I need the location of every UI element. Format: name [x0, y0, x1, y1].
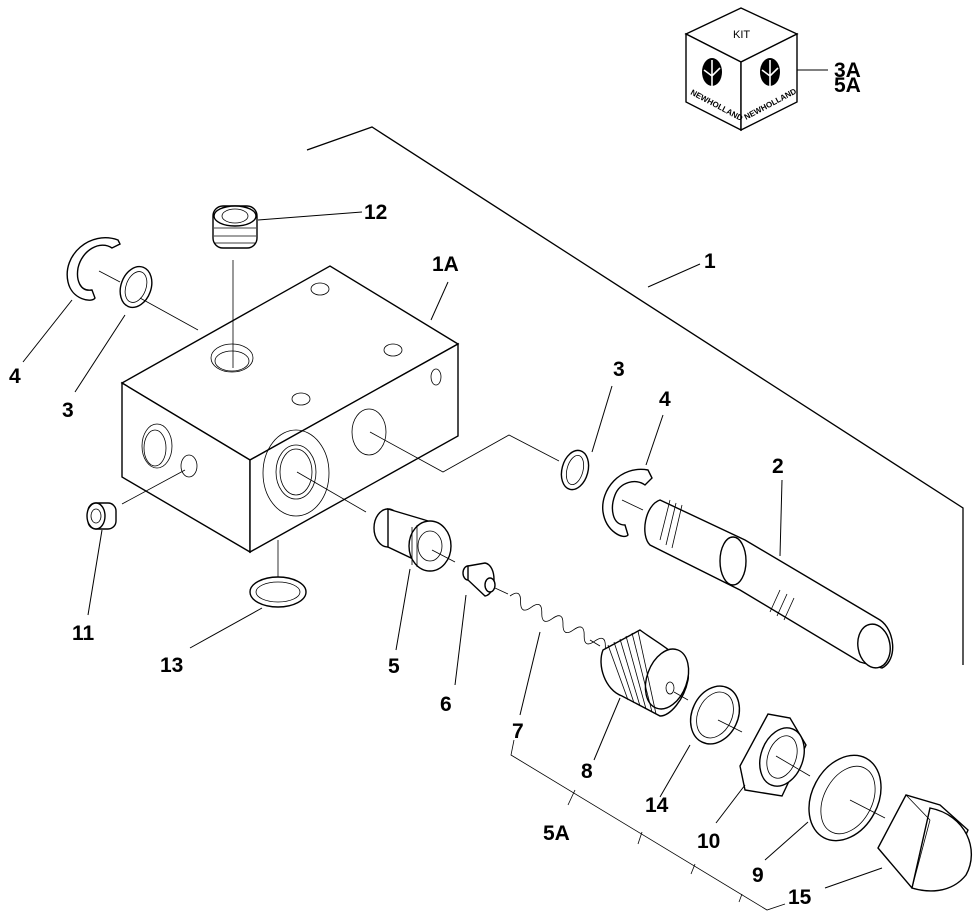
callout-10[interactable]: 10 [697, 830, 720, 853]
washer-3-right: 3 [560, 358, 625, 491]
callout-9[interactable]: 9 [752, 864, 764, 887]
callout-12[interactable]: 12 [364, 201, 387, 224]
callout-2[interactable]: 2 [772, 455, 784, 478]
kit-5A-bracket: 5A [510, 739, 786, 911]
plug-12: 12 [212, 201, 387, 368]
callout-13[interactable]: 13 [160, 654, 183, 677]
newholland-logo-icon [760, 58, 780, 86]
body-side-face [249, 342, 459, 554]
washer-3-left: 3 [62, 265, 199, 422]
callout-3-right[interactable]: 3 [613, 358, 625, 381]
callout-5A-kit-label[interactable]: 5A [834, 74, 861, 97]
callout-5A[interactable]: 5A [543, 822, 570, 845]
callout-11[interactable]: 11 [72, 622, 95, 645]
kit-label: KIT [733, 29, 750, 41]
callout-14[interactable]: 14 [645, 794, 669, 817]
assembly-bracket-1: 1 [306, 126, 964, 665]
retaining-ring-4-right: 4 [602, 388, 671, 538]
washer-14: 14 [645, 685, 743, 817]
o-ring-13: 13 [160, 540, 307, 677]
callout-4-left[interactable]: 4 [9, 365, 21, 388]
callout-4-right[interactable]: 4 [659, 388, 671, 411]
kit-box: KIT NEWHOLLAND NEWHOLLAND 3A 5A [684, 7, 861, 132]
callout-1[interactable]: 1 [704, 250, 716, 273]
newholland-logo-icon [702, 58, 722, 86]
callout-7[interactable]: 7 [512, 720, 524, 743]
spring-7: 7 [509, 592, 617, 743]
callout-3-left[interactable]: 3 [62, 399, 74, 422]
callout-15[interactable]: 15 [788, 886, 812, 909]
washer-9: 9 [752, 754, 886, 887]
callout-3A[interactable]: 3A [834, 59, 861, 82]
retaining-ring-4-left: 4 [9, 237, 121, 388]
spool-2: 2 [644, 455, 894, 669]
callout-1A[interactable]: 1A [432, 253, 459, 276]
callout-8[interactable]: 8 [581, 760, 593, 783]
valve-body-1A: 1A [120, 253, 460, 554]
callout-5[interactable]: 5 [388, 655, 400, 678]
callout-6[interactable]: 6 [440, 693, 452, 716]
plug-11: 11 [72, 469, 186, 645]
acorn-nut-15: 15 [788, 794, 973, 909]
poppet-6: 6 [440, 562, 509, 716]
valve-seat-5: 5 [296, 471, 456, 678]
adjusting-screw-8: 8 [581, 629, 690, 783]
lock-nut-10: 10 [697, 713, 811, 853]
